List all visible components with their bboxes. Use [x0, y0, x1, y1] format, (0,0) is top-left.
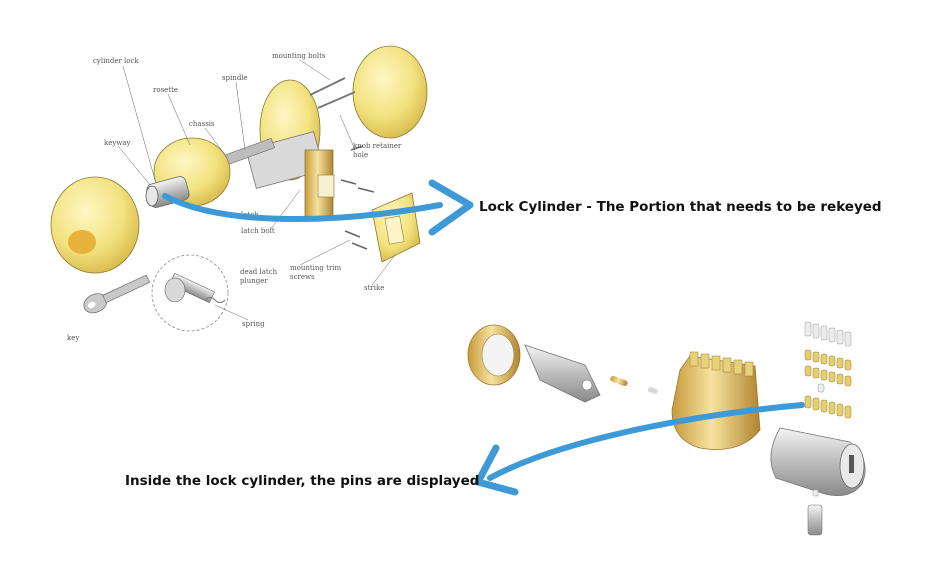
label-knob-retainer: knob retainer: [353, 142, 402, 150]
label-rosette: rosette: [153, 86, 178, 94]
label-mounting-bolts: mounting bolts: [272, 52, 326, 60]
label-mounting-trim-screws: screws: [290, 273, 315, 281]
label-dead-latch-plunger: plunger: [240, 277, 268, 285]
lock-cylinder-exploded-view: [467, 321, 866, 536]
label-mounting-trim: mounting trim: [290, 264, 342, 272]
label-spindle: spindle: [222, 74, 248, 82]
label-key: key: [67, 334, 79, 342]
label-cylinder-lock: cylinder lock: [93, 57, 139, 65]
arrow-to-lock-cylinder-caption: [162, 179, 474, 236]
door-knob-exploded-view: cylinder lock rosette spindle mounting b…: [50, 45, 428, 342]
label-knob-retainer-hole: hole: [353, 151, 368, 159]
label-chassis: chassis: [189, 120, 215, 128]
label-keyway: keyway: [104, 139, 131, 147]
label-dead-latch: dead latch: [240, 268, 278, 276]
label-strike: strike: [364, 284, 384, 292]
label-spring: spring: [242, 320, 265, 328]
caption-lock-cylinder: Lock Cylinder - The Portion that needs t…: [479, 199, 882, 215]
label-latch-bolt: latch bolt: [241, 227, 275, 235]
caption-pins-displayed: Inside the lock cylinder, the pins are d…: [125, 473, 480, 489]
arrow-to-pins-caption: [474, 402, 805, 496]
